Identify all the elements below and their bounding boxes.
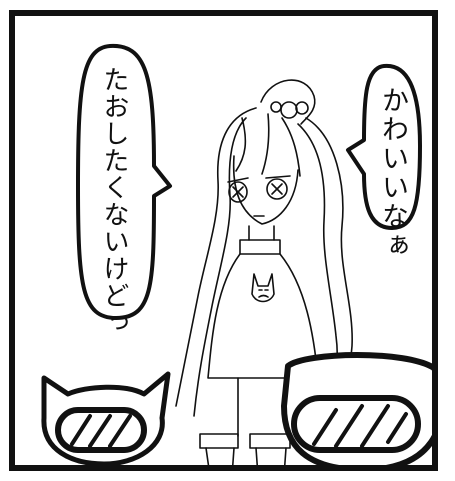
- manga-panel: かわいいなぁ たおしたくないけどっ: [9, 10, 438, 471]
- speech-text-left: たおしたくないけどっ: [99, 66, 129, 336]
- shadow-figure-right: [281, 352, 432, 465]
- speech-bubble-left: [76, 43, 172, 320]
- speech-text-right: かわいいなぁ: [377, 86, 408, 260]
- speech-bubble-right: [346, 63, 422, 230]
- panel-artwork: [41, 43, 432, 465]
- cat-silhouette-left: [41, 371, 171, 465]
